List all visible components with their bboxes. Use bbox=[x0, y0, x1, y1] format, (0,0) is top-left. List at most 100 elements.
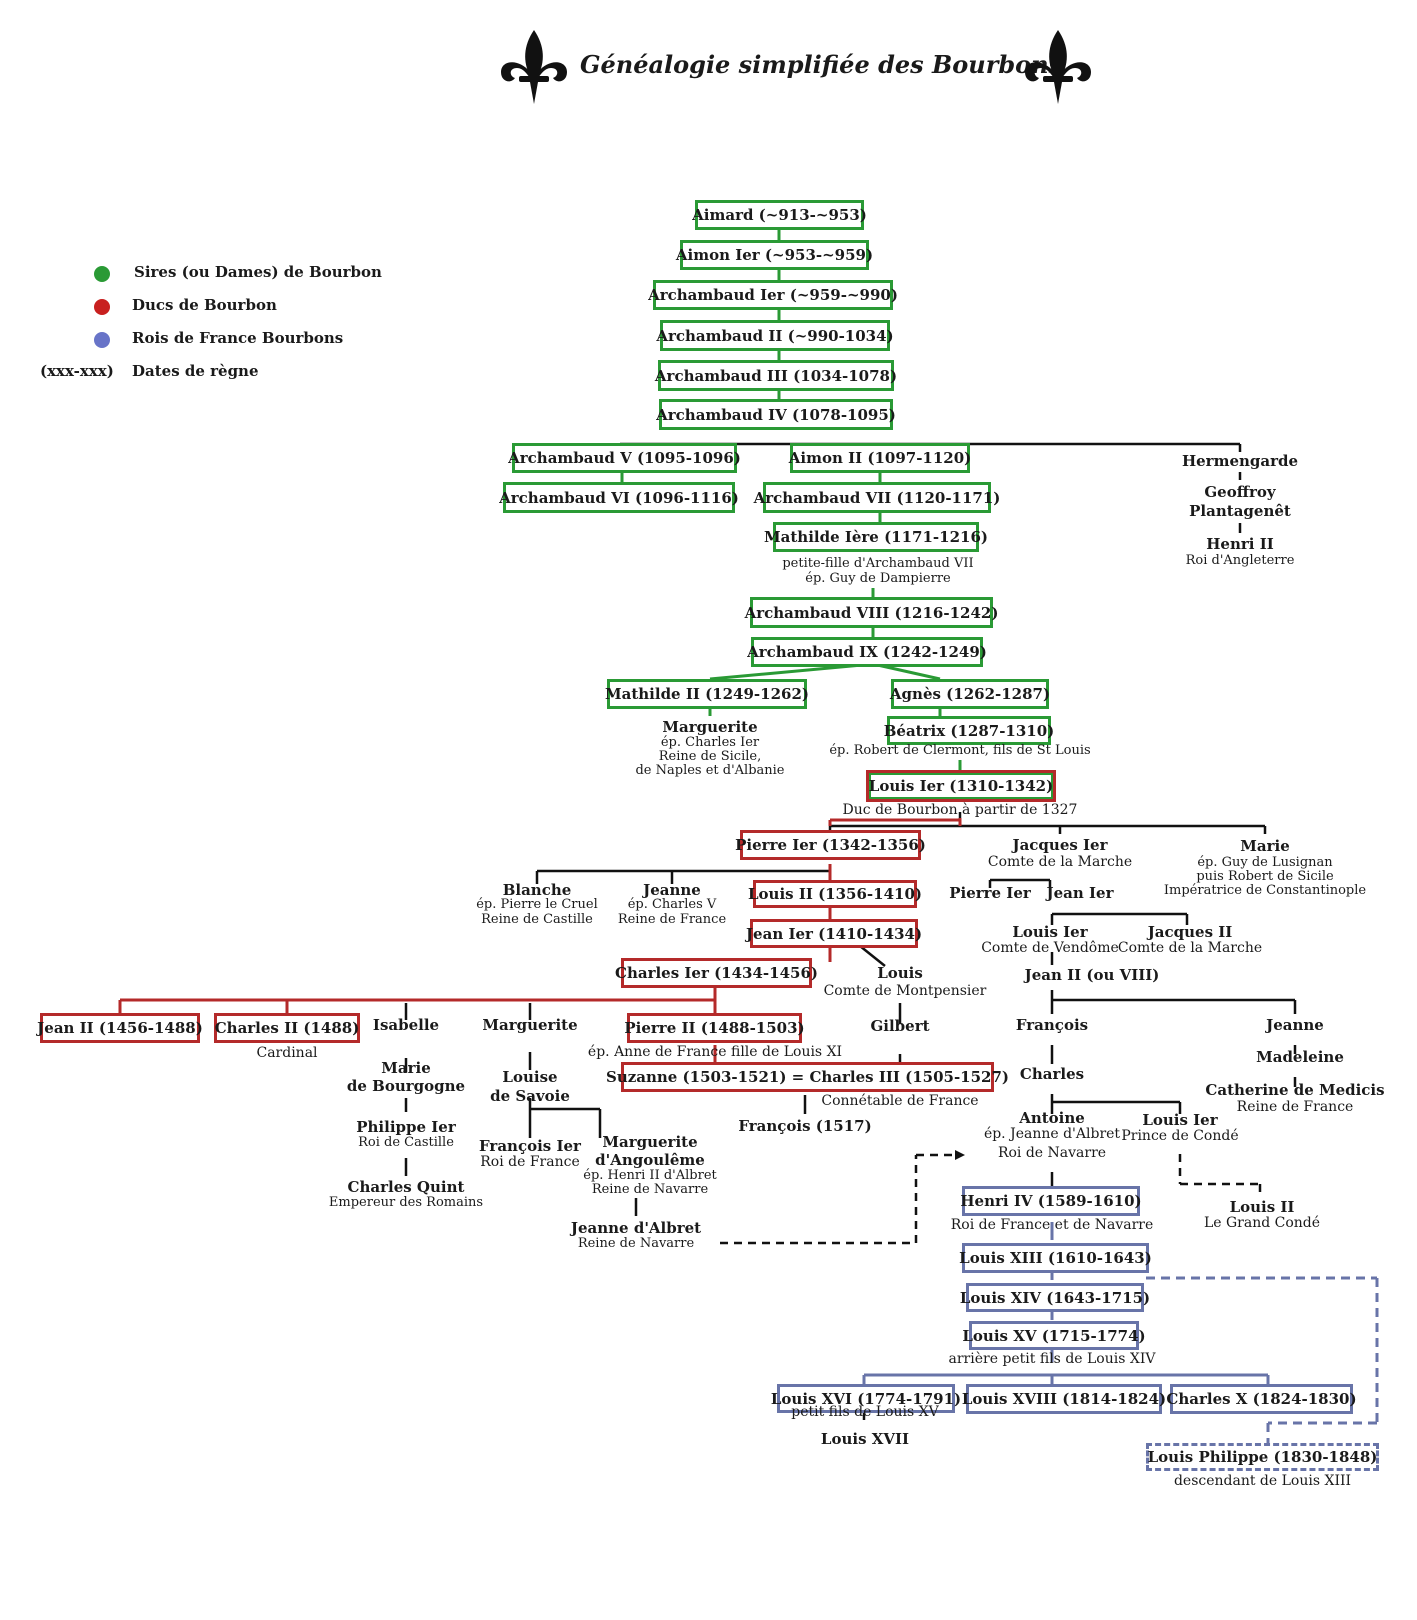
francois-vendome: François bbox=[1015, 1016, 1089, 1034]
connetable-note: Connétable de France bbox=[821, 1093, 979, 1109]
philippe-1-note: Roi de Castille bbox=[358, 1135, 454, 1150]
louis-1-conde: Louis Ier bbox=[1142, 1111, 1218, 1129]
node-archambaud-3[interactable]: Archambaud III (1034-1078) bbox=[655, 360, 897, 391]
marguerite-angouleme-note-2: Reine de Navarre bbox=[591, 1182, 709, 1197]
francois-1-note: Roi de France bbox=[480, 1154, 580, 1170]
henri-2: Henri II bbox=[1206, 535, 1274, 553]
node-agnes[interactable]: Agnès (1262-1287) bbox=[890, 679, 1050, 709]
marguerite-note-2: Reine de Sicile, bbox=[658, 749, 762, 764]
jacques-1: Jacques Ier bbox=[1012, 836, 1108, 854]
node-archambaud-4[interactable]: Archambaud IV (1078-1095) bbox=[656, 399, 896, 430]
node-louis-16[interactable]: Louis XVI (1774-1791) bbox=[771, 1384, 961, 1413]
legend-rois: Rois de France Bourbons bbox=[132, 329, 344, 347]
marguerite-note-3: de Naples et d'Albanie bbox=[635, 763, 785, 778]
mathilde-1-note-1: petite-fille d'Archambaud VII bbox=[782, 556, 974, 571]
catherine-de-medicis: Catherine de Medicis bbox=[1205, 1081, 1385, 1099]
node-louis-philippe[interactable]: Louis Philippe (1830-1848) bbox=[1146, 1443, 1379, 1471]
jacques-2-note: Comte de la Marche bbox=[1117, 940, 1263, 956]
node-louis-15[interactable]: Louis XV (1715-1774) bbox=[962, 1321, 1146, 1350]
node-aimon-2[interactable]: Aimon II (1097-1120) bbox=[789, 443, 971, 473]
antoine-note-2: Roi de Navarre bbox=[997, 1145, 1107, 1161]
legend-sires: Sires (ou Dames) de Bourbon bbox=[134, 263, 382, 281]
louis-16-note: petit fils de Louis XV bbox=[791, 1404, 939, 1420]
marie-note-3: Impératrice de Constantinople bbox=[1163, 883, 1367, 898]
marguerite-2: Marguerite bbox=[482, 1016, 578, 1034]
blanche-note-1: ép. Pierre le Cruel bbox=[476, 897, 598, 912]
marguerite-angouleme-2: d'Angoulême bbox=[595, 1151, 705, 1169]
node-louis-14[interactable]: Louis XIV (1643-1715) bbox=[960, 1283, 1150, 1312]
jeanne-france: Jeanne bbox=[643, 881, 701, 899]
louis-1-note: Duc de Bourbon à partir de 1327 bbox=[842, 802, 1078, 818]
node-archambaud-9[interactable]: Archambaud IX (1242-1249) bbox=[747, 637, 987, 667]
node-suzanne-charles-3[interactable]: Suzanne (1503-1521) = Charles III (1505-… bbox=[606, 1062, 1009, 1092]
hermengarde: Hermengarde bbox=[1181, 452, 1299, 470]
louis-1-vendome-note: Comte de Vendôme bbox=[981, 940, 1119, 956]
node-jean-2[interactable]: Jean II (1456-1488) bbox=[37, 1013, 203, 1043]
louis-1-vendome: Louis Ier bbox=[1012, 923, 1088, 941]
marie-bourgogne-1: Marie bbox=[381, 1059, 431, 1077]
mathilde-1-note-2: ép. Guy de Dampierre bbox=[805, 571, 951, 586]
node-charles-1[interactable]: Charles Ier (1434-1456) bbox=[615, 958, 818, 988]
jeanne-2: Jeanne bbox=[1266, 1016, 1324, 1034]
node-pierre-2[interactable]: Pierre II (1488-1503) bbox=[624, 1013, 805, 1043]
charles-quint-note: Empereur des Romains bbox=[328, 1195, 484, 1210]
page-title: Généalogie simplifiée des Bourbons bbox=[580, 50, 1063, 79]
node-beatrix[interactable]: Béatrix (1287-1310) bbox=[884, 716, 1054, 745]
beatrix-note: ép. Robert de Clermont, fils de St Louis bbox=[829, 743, 1091, 758]
philippe-1: Philippe Ier bbox=[356, 1118, 456, 1136]
fleur-de-lis-left-icon bbox=[501, 30, 567, 104]
louis-1-conde-note: Prince de Condé bbox=[1121, 1128, 1239, 1144]
antoine-note-1: ép. Jeanne d'Albret bbox=[983, 1126, 1121, 1142]
legend-green-dot bbox=[94, 266, 110, 282]
legend-red-dot bbox=[94, 299, 110, 315]
legend-ducs: Ducs de Bourbon bbox=[132, 296, 277, 314]
pierre-1-marche: Pierre Ier bbox=[949, 884, 1031, 902]
louis-philippe-note: descendant de Louis XIII bbox=[1173, 1473, 1352, 1489]
geoffroy-line-2: Plantagenêt bbox=[1189, 502, 1291, 520]
marie-note-2: puis Robert de Sicile bbox=[1196, 869, 1334, 884]
node-mathilde-2[interactable]: Mathilde II (1249-1262) bbox=[605, 679, 809, 709]
louis-montpensier-note: Comte de Montpensier bbox=[823, 983, 987, 999]
legend-blue-dot bbox=[94, 332, 110, 348]
node-archambaud-6[interactable]: Archambaud VI (1096-1116) bbox=[499, 482, 739, 513]
node-louis-18[interactable]: Louis XVIII (1814-1824) bbox=[962, 1384, 1166, 1414]
node-jean-1[interactable]: Jean Ier (1410-1434) bbox=[746, 919, 922, 948]
jeanne-note-2: Reine de France bbox=[617, 912, 727, 927]
jeanne-d-albret-note: Reine de Navarre bbox=[577, 1236, 695, 1251]
louise-de-savoie-1: Louise bbox=[502, 1068, 558, 1086]
node-archambaud-5[interactable]: Archambaud V (1095-1096) bbox=[508, 443, 741, 473]
node-louis-1[interactable]: Louis Ier (1310-1342) bbox=[866, 770, 1056, 802]
louis-17: Louis XVII bbox=[820, 1430, 910, 1448]
node-archambaud-2[interactable]: Archambaud II (~990-1034) bbox=[656, 320, 894, 351]
louis-15-note: arrière petit fils de Louis XIV bbox=[948, 1351, 1156, 1367]
marie-note-1: ép. Guy de Lusignan bbox=[1197, 855, 1333, 870]
node-louis-2[interactable]: Louis II (1356-1410) bbox=[748, 880, 922, 908]
charles-vendome: Charles bbox=[1019, 1065, 1085, 1083]
node-charles-10[interactable]: Charles X (1824-1830) bbox=[1166, 1384, 1357, 1414]
henri-2-note: Roi d'Angleterre bbox=[1185, 553, 1295, 568]
madeleine: Madeleine bbox=[1256, 1048, 1344, 1066]
pierre-2-note: ép. Anne de France fille de Louis XI bbox=[587, 1044, 843, 1060]
node-aimard[interactable]: Aimard (~913-~953) bbox=[692, 200, 867, 230]
marguerite-sicile: Marguerite bbox=[662, 718, 758, 736]
marguerite-note-1: ép. Charles Ier bbox=[660, 735, 760, 750]
node-henri-4[interactable]: Henri IV (1589-1610) bbox=[960, 1186, 1142, 1216]
jeanne-d-albret: Jeanne d'Albret bbox=[570, 1219, 702, 1237]
jacques-1-note: Comte de la Marche bbox=[987, 854, 1133, 870]
jean-1-marche: Jean Ier bbox=[1046, 884, 1114, 902]
louise-de-savoie-2: de Savoie bbox=[490, 1087, 570, 1105]
node-archambaud-8[interactable]: Archambaud VIII (1216-1242) bbox=[745, 597, 998, 628]
node-archambaud-1[interactable]: Archambaud Ier (~959-~990) bbox=[648, 280, 898, 310]
fleur-de-lis-right-icon bbox=[1025, 30, 1091, 104]
jacques-2: Jacques II bbox=[1147, 923, 1233, 941]
node-louis-13[interactable]: Louis XIII (1610-1643) bbox=[959, 1243, 1152, 1273]
node-aimon-1[interactable]: Aimon Ier (~953-~959) bbox=[676, 240, 873, 270]
marguerite-angouleme-note-1: ép. Henri II d'Albret bbox=[583, 1168, 717, 1183]
node-archambaud-7[interactable]: Archambaud VII (1120-1171) bbox=[754, 482, 1000, 513]
node-pierre-1[interactable]: Pierre Ier (1342-1356) bbox=[735, 830, 926, 860]
geoffroy-line-1: Geoffroy bbox=[1204, 483, 1276, 501]
node-charles-2[interactable]: Charles II (1488) bbox=[214, 1013, 360, 1043]
node-mathilde-1[interactable]: Mathilde Ière (1171-1216) bbox=[764, 522, 988, 552]
henri-4-note: Roi de France et de Navarre bbox=[950, 1217, 1154, 1233]
antoine: Antoine bbox=[1019, 1109, 1085, 1127]
